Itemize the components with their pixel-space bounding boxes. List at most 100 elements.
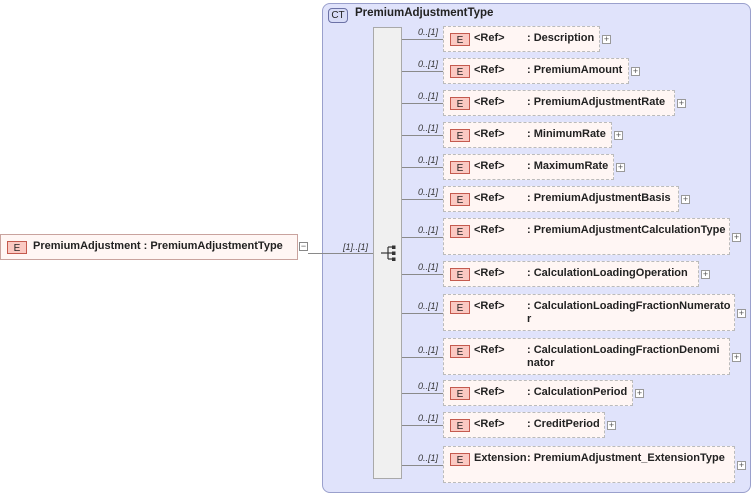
child-connector-line [402, 39, 443, 40]
child-connector-line [402, 135, 443, 136]
child-multiplicity: 0..[1] [418, 27, 439, 37]
child-element-box[interactable] [443, 90, 675, 116]
expand-icon[interactable]: + [602, 34, 611, 44]
expand-icon[interactable]: + [732, 352, 741, 362]
child-multiplicity: 0..[1] [418, 225, 439, 235]
child-element-ref: <Ref> [474, 192, 505, 204]
child-connector-line [402, 199, 443, 200]
complex-type-title: PremiumAdjustmentType [355, 7, 494, 19]
child-element-name: : MinimumRate [527, 128, 606, 140]
child-connector-line [402, 71, 443, 72]
child-element-badge: E [450, 268, 470, 281]
root-element-badge: E [7, 241, 27, 254]
child-element-badge: E [450, 97, 470, 110]
child-multiplicity: 0..[1] [418, 345, 439, 355]
child-element-ref: <Ref> [474, 386, 505, 398]
child-element-badge: E [450, 453, 470, 466]
child-element-ref: <Ref> [474, 128, 505, 140]
child-element-badge: E [450, 345, 470, 358]
child-element-ref: <Ref> [474, 418, 505, 430]
child-element-name: : PremiumAdjustmentBasis [527, 192, 671, 204]
expand-icon[interactable]: + [737, 308, 746, 318]
child-connector-line [402, 167, 443, 168]
child-multiplicity: 0..[1] [418, 453, 439, 463]
child-connector-line [402, 237, 443, 238]
child-element-ref: <Ref> [474, 267, 505, 279]
child-element-ref: <Ref> [474, 64, 505, 76]
child-element-box[interactable] [443, 58, 629, 84]
child-multiplicity: 0..[1] [418, 91, 439, 101]
child-element-box[interactable] [443, 380, 633, 406]
child-connector-line [402, 465, 443, 466]
child-element-badge: E [450, 301, 470, 314]
child-element-name: : CalculationLoadingOperation [527, 267, 688, 279]
expand-icon[interactable]: + [616, 162, 625, 172]
child-multiplicity: 0..[1] [418, 262, 439, 272]
child-multiplicity: 0..[1] [418, 301, 439, 311]
child-element-ref: <Ref> [474, 344, 505, 356]
child-element-box[interactable] [443, 338, 730, 375]
child-multiplicity: 0..[1] [418, 123, 439, 133]
child-element-box[interactable] [443, 412, 605, 438]
child-element-box[interactable] [443, 294, 735, 331]
sequence-icon [381, 245, 396, 261]
child-element-badge: E [450, 65, 470, 78]
child-element-name: : MaximumRate [527, 160, 609, 172]
child-element-box[interactable] [443, 218, 730, 255]
child-element-name: : CreditPeriod [527, 418, 600, 430]
child-element-name: : Description [527, 32, 595, 44]
child-element-name: : PremiumAdjustmentCalculationType [527, 224, 726, 236]
complex-type-badge: CT [328, 8, 348, 23]
child-multiplicity: 0..[1] [418, 381, 439, 391]
expand-icon[interactable]: + [677, 98, 686, 108]
expand-icon[interactable]: + [614, 130, 623, 140]
child-element-box[interactable] [443, 154, 614, 180]
child-element-ref: <Ref> [474, 160, 505, 172]
child-element-ref: <Ref> [474, 32, 505, 44]
child-element-name: : PremiumAmount [527, 64, 623, 76]
child-connector-line [402, 274, 443, 275]
child-element-badge: E [450, 33, 470, 46]
child-element-badge: E [450, 161, 470, 174]
child-connector-line [402, 425, 443, 426]
child-multiplicity: 0..[1] [418, 413, 439, 423]
child-element-box[interactable] [443, 122, 612, 148]
root-element-label: PremiumAdjustment : PremiumAdjustmentTyp… [33, 240, 283, 252]
child-element-box[interactable] [443, 186, 679, 212]
child-element-ref: Extension [474, 452, 527, 464]
child-connector-line [402, 393, 443, 394]
expand-icon[interactable]: + [635, 388, 644, 398]
collapse-icon[interactable]: − [299, 241, 308, 251]
child-element-box[interactable] [443, 261, 699, 287]
child-element-box[interactable] [443, 26, 600, 52]
child-element-name: : CalculationLoadingFractionDenominator [527, 344, 720, 369]
expand-icon[interactable]: + [607, 420, 616, 430]
child-connector-line [402, 103, 443, 104]
child-connector-line [402, 313, 443, 314]
child-element-ref: <Ref> [474, 300, 505, 312]
child-element-badge: E [450, 419, 470, 432]
child-multiplicity: 0..[1] [418, 155, 439, 165]
child-element-ref: <Ref> [474, 224, 505, 236]
root-multiplicity: [1]..[1] [343, 242, 369, 252]
root-element-box[interactable] [0, 234, 298, 260]
child-element-badge: E [450, 193, 470, 206]
child-element-name: : PremiumAdjustment_ExtensionType [527, 452, 725, 464]
child-element-name: : CalculationPeriod [527, 386, 628, 398]
child-multiplicity: 0..[1] [418, 187, 439, 197]
child-element-badge: E [450, 225, 470, 238]
expand-icon[interactable]: + [701, 269, 710, 279]
child-element-box[interactable] [443, 446, 735, 483]
child-multiplicity: 0..[1] [418, 59, 439, 69]
expand-icon[interactable]: + [681, 194, 690, 204]
child-element-badge: E [450, 129, 470, 142]
expand-icon[interactable]: + [737, 460, 746, 470]
child-connector-line [402, 357, 443, 358]
root-connector-line [308, 253, 373, 254]
child-element-name: : CalculationLoadingFractionNumerator [527, 300, 731, 325]
child-element-ref: <Ref> [474, 96, 505, 108]
expand-icon[interactable]: + [732, 232, 741, 242]
child-element-name: : PremiumAdjustmentRate [527, 96, 666, 108]
expand-icon[interactable]: + [631, 66, 640, 76]
child-element-badge: E [450, 387, 470, 400]
